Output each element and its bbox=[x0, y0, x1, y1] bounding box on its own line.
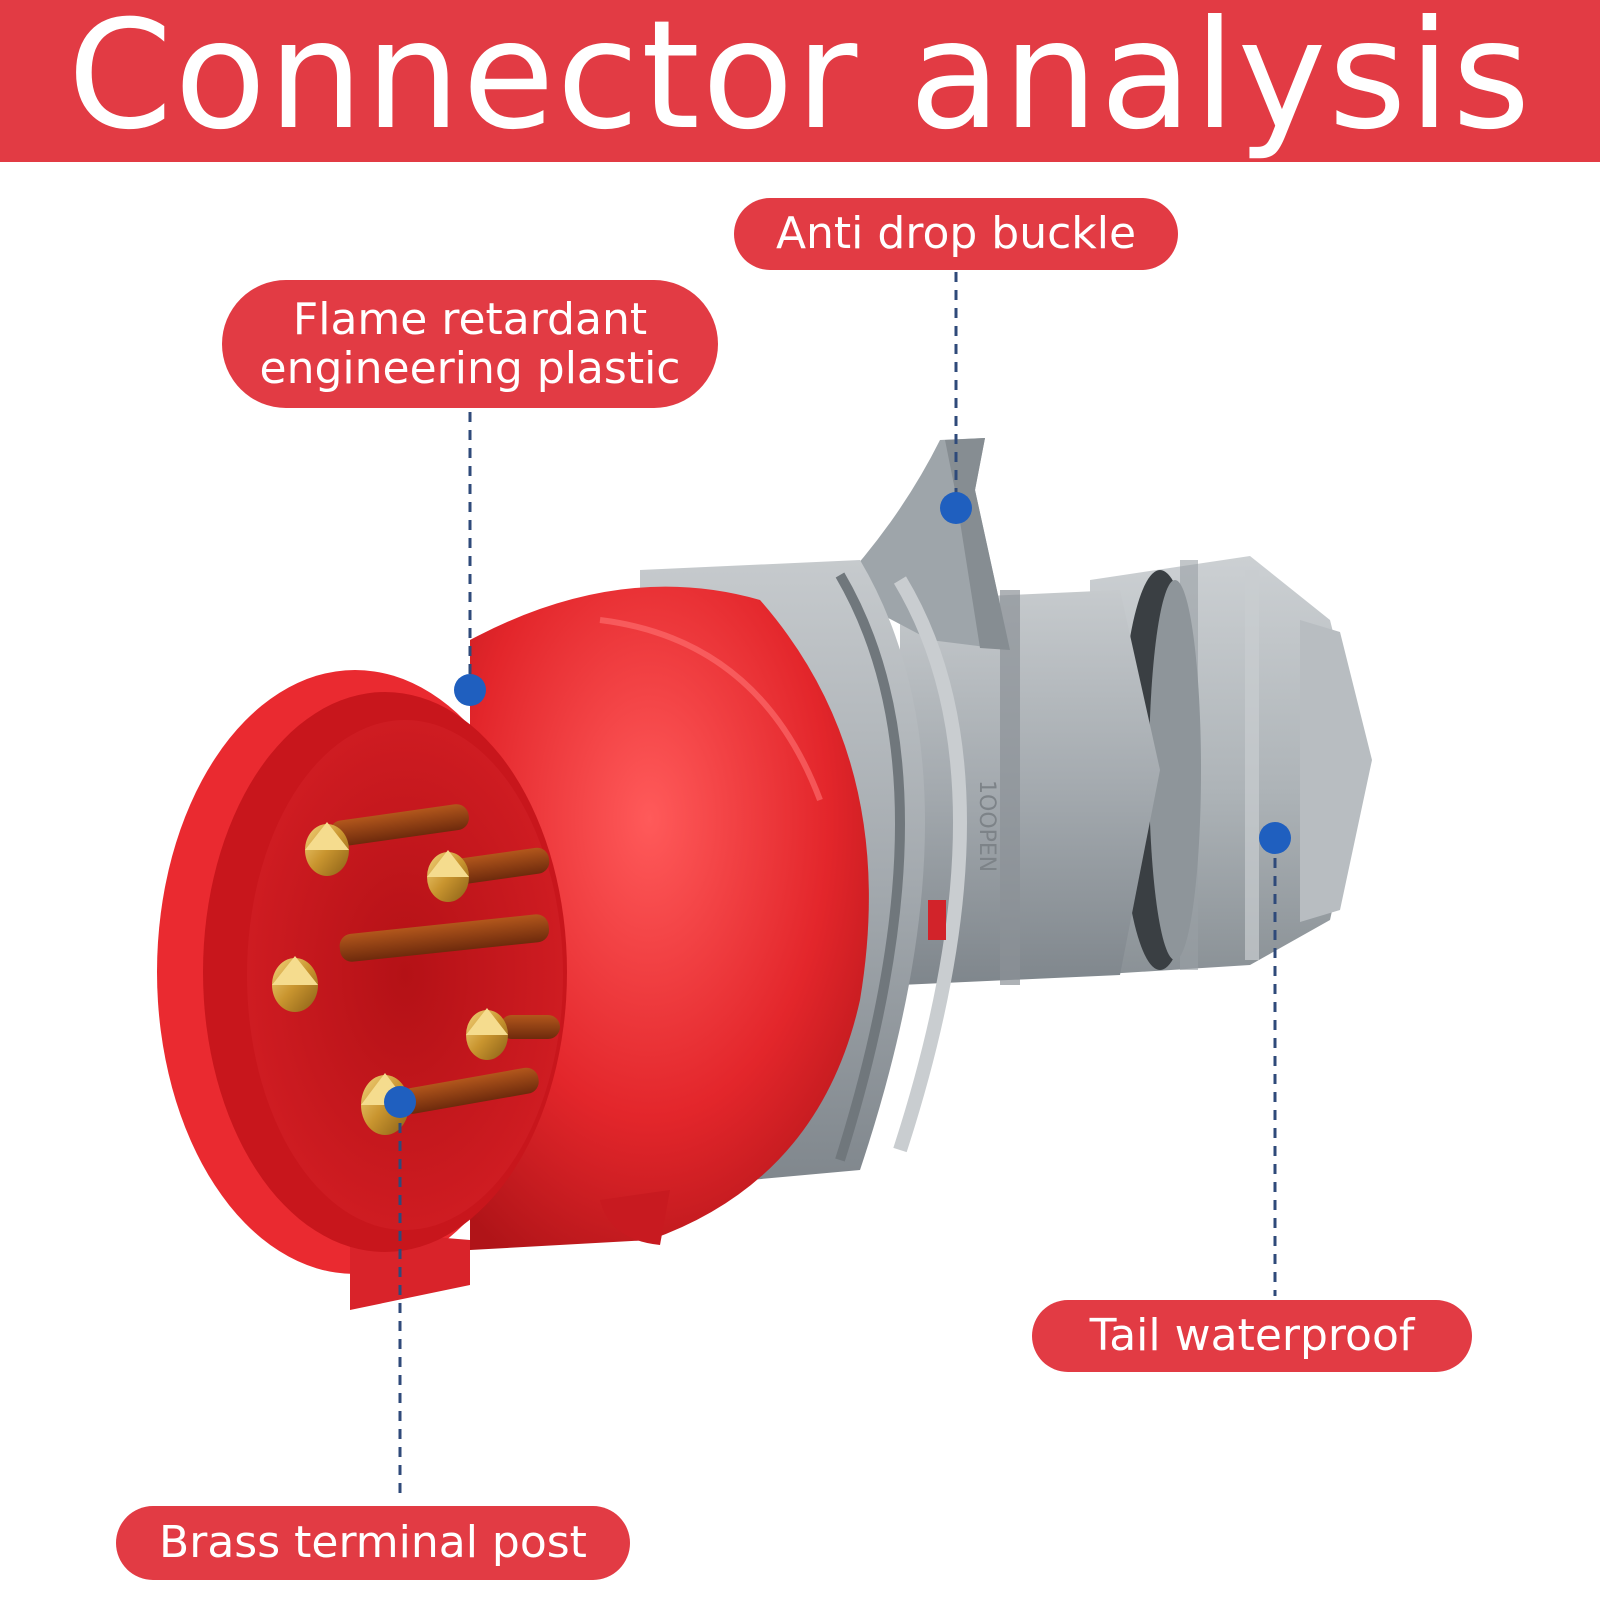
callout-leaders bbox=[398, 272, 1277, 1500]
marker-dot-tail bbox=[1259, 822, 1291, 854]
brass-terminal-pins bbox=[272, 804, 560, 1135]
pin-lower-right bbox=[466, 1008, 508, 1060]
callout-markers bbox=[384, 492, 1291, 1118]
marker-dot-plastic bbox=[454, 674, 486, 706]
svg-text:1OOPEN: 1OOPEN bbox=[974, 780, 999, 872]
marker-dot-buckle bbox=[940, 492, 972, 524]
grey-housing: 1OOPEN bbox=[900, 590, 1160, 985]
callout-text-tail-waterproof: Tail waterproof bbox=[1089, 1310, 1415, 1362]
callout-text-brass-terminal-post: Brass terminal post bbox=[159, 1517, 587, 1569]
callout-text-anti-drop-buckle: Anti drop buckle bbox=[775, 208, 1137, 260]
pin-top-right bbox=[427, 850, 469, 902]
title-banner: Connector analysis bbox=[0, 0, 1600, 162]
callout-label-flame-retardant-plastic: Flame retardant engineering plastic bbox=[222, 280, 718, 408]
marker-dot-brass bbox=[384, 1086, 416, 1118]
pin-middle-left bbox=[272, 956, 318, 1012]
callout-text-plastic-line1: Flame retardant bbox=[292, 293, 648, 345]
pin-top-left bbox=[305, 822, 349, 876]
callout-text-plastic-line2: engineering plastic bbox=[259, 343, 681, 394]
red-plug-body bbox=[470, 586, 869, 1250]
page-title: Connector analysis bbox=[67, 0, 1533, 163]
callout-label-anti-drop-buckle: Anti drop buckle bbox=[734, 198, 1178, 270]
callout-label-tail-waterproof: Tail waterproof bbox=[1032, 1300, 1472, 1372]
callout-label-brass-terminal-post: Brass terminal post bbox=[116, 1506, 630, 1580]
